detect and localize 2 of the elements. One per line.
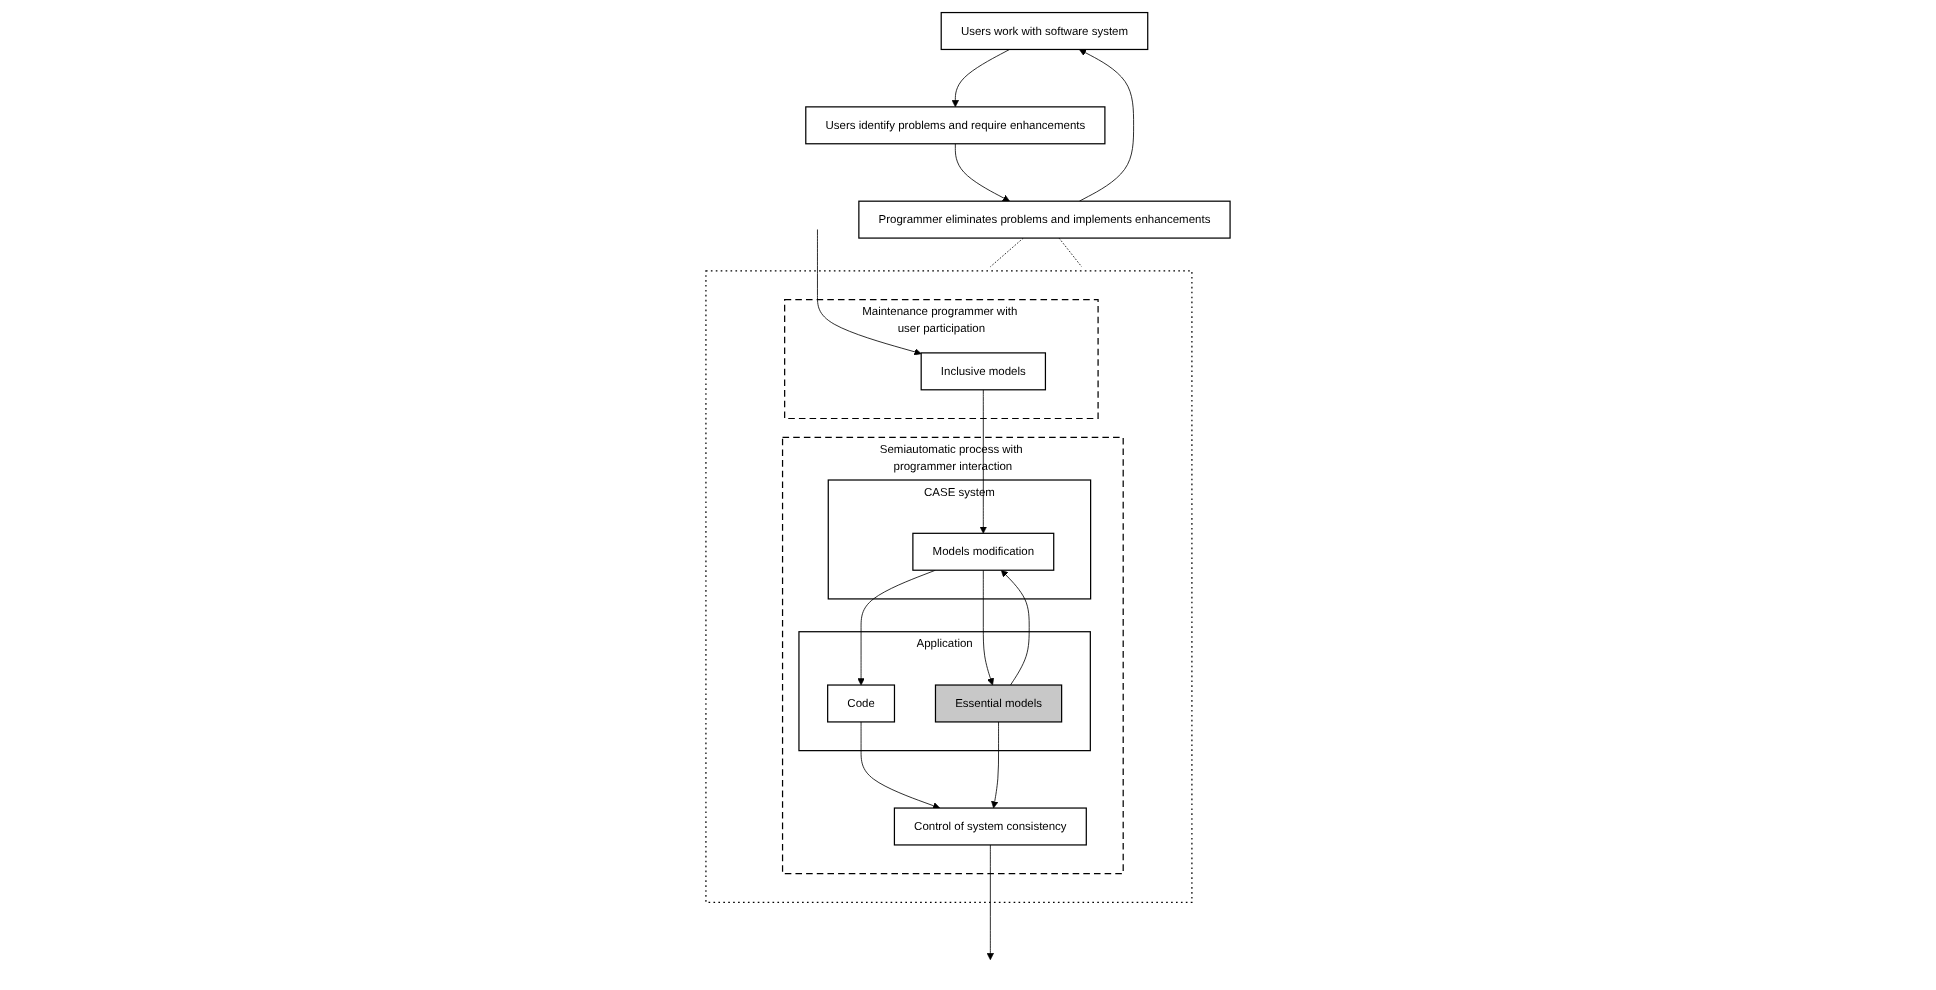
connector	[1058, 236, 1083, 267]
connector	[989, 236, 1024, 267]
